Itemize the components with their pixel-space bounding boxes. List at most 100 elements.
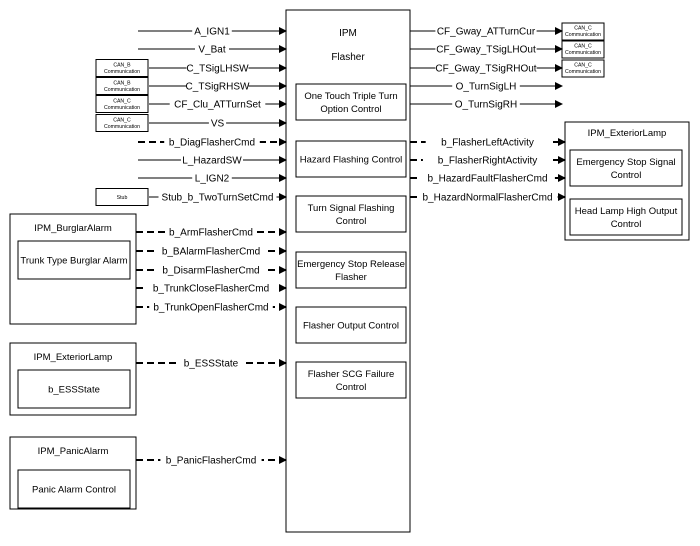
right-module-inner-label: Control [611, 219, 642, 230]
module-title: IPM_ExteriorLamp [34, 352, 113, 363]
output-label-bg [452, 97, 520, 110]
output-label: CF_Gway_TSigLHOut [436, 45, 536, 56]
input-label: C_TSigRHSW [186, 82, 250, 93]
function-label: One Touch Triple Turn [304, 91, 397, 102]
module-signal-label: b_ArmFlasherCmd [169, 228, 253, 239]
input-label: L_HazardSW [182, 156, 242, 167]
function-label: Control [336, 216, 367, 227]
input-label: b_DiagFlasherCmd [169, 138, 255, 149]
function-label: Hazard Flashing Control [300, 155, 402, 166]
module-signal-label: b_DisarmFlasherCmd [162, 266, 259, 277]
module-signal-label-bg [166, 225, 256, 238]
output-label: b_HazardNormalFlasherCmd [422, 193, 552, 204]
module-inner-box [17, 369, 131, 409]
function-box [295, 83, 407, 121]
input-label-bg [186, 61, 249, 74]
function-box [295, 140, 407, 178]
right-module-title: IPM_ExteriorLamp [588, 128, 667, 139]
module-signal-label: b_TrunkCloseFlasherCmd [153, 284, 269, 295]
input-label-bg [186, 79, 249, 92]
output-label-bg [425, 135, 550, 148]
source-box [95, 188, 149, 206]
module-inner-label: Trunk Type Burglar Alarm [20, 256, 127, 267]
output-label-bg [452, 79, 520, 92]
source-label: Communication [104, 124, 140, 130]
output-label: b_HazardFaultFlasherCmd [427, 174, 547, 185]
module-title: IPM_BurglarAlarm [34, 223, 112, 234]
input-label-bg [169, 97, 266, 110]
output-label: b_FlasherRightActivity [438, 156, 537, 167]
input-label: C_TSigLHSW [186, 64, 249, 75]
input-label-bg [208, 116, 227, 129]
source-label: Communication [104, 105, 140, 111]
module-signal-label-bg [146, 281, 276, 294]
output-label-bg [435, 42, 537, 55]
source-label: Stub [117, 195, 128, 201]
right-module-inner-box [569, 149, 683, 187]
function-label: Control [336, 382, 367, 393]
source-box [95, 114, 149, 132]
input-label: A_IGN1 [194, 27, 230, 38]
function-box [295, 361, 407, 399]
output-label-bg [435, 61, 537, 74]
right-module-inner-label: Emergency Stop Signal [576, 157, 675, 168]
module-inner-label: Panic Alarm Control [32, 485, 116, 496]
source-label: CAN_C [113, 99, 131, 105]
source-label: CAN_C [113, 118, 131, 124]
input-label-bg [195, 42, 229, 55]
input-label-bg [192, 171, 232, 184]
main-block-subtitle: Flasher [331, 52, 365, 63]
source-box [95, 77, 149, 95]
input-label: VS [211, 119, 225, 130]
input-label: V_Bat [198, 45, 225, 56]
input-label-bg [158, 190, 277, 203]
module-signal-label-bg [157, 244, 265, 257]
module-signal-label: b_BAlarmFlasherCmd [162, 247, 260, 258]
right-module-inner-label: Control [611, 170, 642, 181]
output-label-bg [422, 153, 553, 166]
right-module-inner-box [569, 198, 683, 236]
input-label-bg [181, 153, 243, 166]
input-label: CF_Clu_ATTurnSet [174, 100, 261, 111]
function-label: Flasher Output Control [303, 321, 399, 332]
module-signal-label: b_TrunkOpenFlasherCmd [153, 303, 268, 314]
source-label: CAN_B [113, 81, 131, 87]
output-label-bg [420, 171, 555, 184]
function-box [295, 195, 407, 233]
function-box [295, 306, 407, 344]
source-label: CAN_B [113, 63, 131, 69]
target-label: CAN_C [574, 26, 592, 32]
input-label: Stub_b_TwoTurnSetCmd [162, 193, 274, 204]
target-label: Communication [565, 32, 601, 38]
target-label: CAN_C [574, 63, 592, 69]
module-inner-box [17, 240, 131, 280]
output-label: b_FlasherLeftActivity [441, 138, 534, 149]
input-label: L_IGN2 [195, 174, 230, 185]
function-label: Flasher SCG Failure [308, 369, 395, 380]
input-label-bg [164, 135, 260, 148]
output-label-bg [435, 24, 537, 37]
input-label-bg [192, 24, 232, 37]
target-label: Communication [565, 50, 601, 56]
output-label-bg [417, 190, 558, 203]
function-label: Turn Signal Flashing [308, 203, 395, 214]
module-signal-label: b_PanicFlasherCmd [166, 456, 257, 467]
source-label: Communication [104, 69, 140, 75]
module-title: IPM_PanicAlarm [38, 446, 109, 457]
function-label: Flasher [335, 272, 367, 283]
function-label: Option Control [320, 104, 381, 115]
function-label: Emergency Stop Release [297, 259, 405, 270]
output-label: CF_Gway_TSigRHOut [435, 64, 536, 75]
target-label: CAN_C [574, 44, 592, 50]
output-label: O_TurnSigRH [455, 100, 517, 111]
module-signal-label-bg [180, 356, 242, 369]
module-inner-label: b_ESSState [48, 385, 100, 396]
source-box [95, 59, 149, 77]
output-label: CF_Gway_ATTurnCur [437, 27, 536, 38]
module-signal-label-bg [149, 300, 273, 313]
source-box [95, 95, 149, 113]
module-inner-box [17, 469, 131, 509]
main-block-title: IPM [339, 28, 357, 39]
function-box [295, 251, 407, 289]
